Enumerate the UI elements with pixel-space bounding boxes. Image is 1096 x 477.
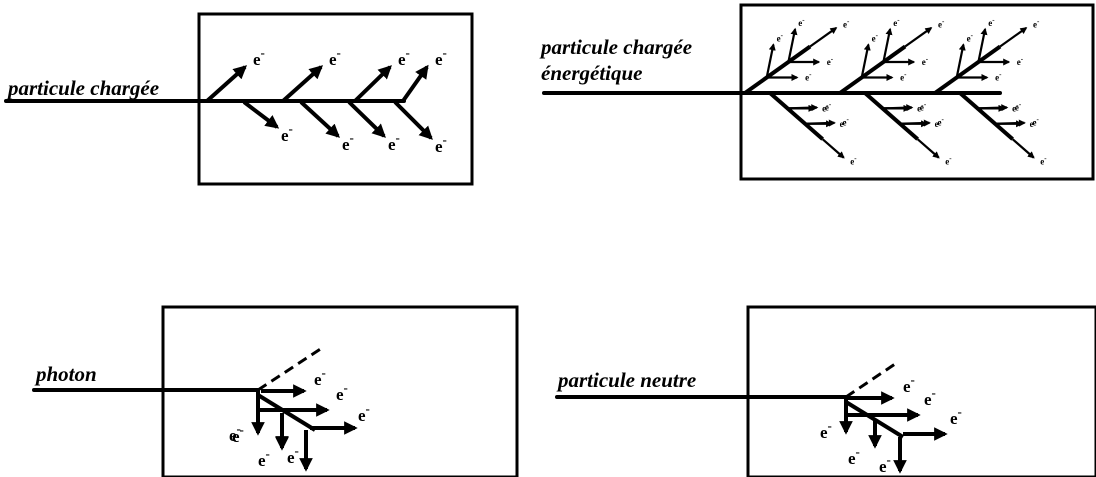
track-segment bbox=[838, 44, 907, 95]
electron-label: e- bbox=[872, 32, 879, 44]
electron-label: e- bbox=[945, 155, 952, 167]
electron-label: e- bbox=[827, 55, 834, 67]
electron-label: e- bbox=[903, 372, 915, 396]
electron-label: e- bbox=[287, 443, 299, 467]
electron-label: e- bbox=[232, 422, 244, 446]
electron-label: e- bbox=[920, 100, 927, 112]
electron-label: e- bbox=[281, 121, 293, 145]
electron-label: e- bbox=[967, 32, 974, 44]
electron-arrow bbox=[281, 65, 324, 103]
panel-charged-particle: particule chargée e-e-e-e-e-e-e-e- bbox=[4, 12, 474, 186]
electron-arrow bbox=[821, 138, 845, 159]
electron-cascade: e-e-e-e-e-e-e-e-e-e-e-e-e-e-e-e-e-e-e-e-… bbox=[743, 16, 1047, 167]
electron-arrow bbox=[882, 27, 893, 63]
electron-label: e- bbox=[825, 100, 832, 112]
electron-label: e- bbox=[820, 418, 832, 442]
electron-label: e- bbox=[336, 380, 348, 404]
electron-label: e- bbox=[988, 16, 995, 28]
electron-label: e- bbox=[1012, 101, 1019, 113]
electron-label: e- bbox=[798, 16, 805, 28]
electron-arrows: e-e-e-e-e-e-e-e- bbox=[205, 45, 447, 156]
electron-label: e- bbox=[329, 45, 341, 69]
track-segment bbox=[958, 91, 1014, 141]
scattered-photon-dashed bbox=[257, 346, 323, 392]
panel-label: particule neutre bbox=[556, 368, 696, 392]
electron-label: e- bbox=[229, 421, 241, 445]
electron-label: e- bbox=[917, 101, 924, 113]
track-segment bbox=[933, 44, 1002, 95]
electron-arrow bbox=[916, 138, 940, 159]
electron-arrows: e-e-e-e-e-e-e- bbox=[229, 365, 370, 472]
electron-arrow bbox=[299, 100, 341, 138]
panel-box bbox=[746, 305, 1096, 477]
panel-photon: photon e-e-e-e-e-e-e- bbox=[32, 305, 519, 477]
electron-label: e- bbox=[1040, 155, 1047, 167]
electron-label: e- bbox=[777, 32, 784, 44]
electron-arrow bbox=[353, 65, 392, 103]
electron-label: e- bbox=[900, 71, 907, 83]
electron-label: e- bbox=[995, 71, 1002, 83]
electron-arrow bbox=[393, 100, 433, 140]
electron-label: e- bbox=[805, 71, 812, 83]
electron-label: e- bbox=[1032, 116, 1039, 128]
electron-arrow bbox=[765, 43, 776, 78]
electron-label: e- bbox=[258, 446, 270, 470]
electron-label: e- bbox=[950, 404, 962, 428]
electron-label: e- bbox=[822, 101, 829, 113]
panel-neutral-particle: particule neutre e-e-e-e-e-e- bbox=[555, 305, 1096, 477]
electron-arrow bbox=[242, 100, 280, 129]
electron-label: e- bbox=[435, 45, 447, 69]
electron-arrow bbox=[205, 65, 248, 103]
electron-arrow bbox=[999, 27, 1028, 48]
electron-label: e- bbox=[1030, 117, 1037, 129]
electron-label: e- bbox=[398, 45, 410, 69]
electron-label: e- bbox=[342, 130, 354, 154]
electron-label: e- bbox=[1017, 55, 1024, 67]
electron-arrow bbox=[904, 27, 933, 48]
electron-label: e- bbox=[843, 17, 850, 29]
track-segment bbox=[743, 44, 812, 95]
panel-energetic-charged-particle: particule chargée énergétique e-e-e-e-e-… bbox=[539, 3, 1095, 181]
track-segment bbox=[863, 91, 919, 141]
electron-arrow bbox=[787, 27, 798, 63]
electron-arrow bbox=[977, 27, 988, 63]
electron-label: e- bbox=[314, 365, 326, 389]
electron-label: e- bbox=[938, 17, 945, 29]
electron-label: e- bbox=[842, 116, 849, 128]
panel-label: photon bbox=[34, 362, 97, 386]
electron-label: e- bbox=[922, 55, 929, 67]
track-segment bbox=[768, 91, 824, 141]
panel-label-line-1: particule chargée bbox=[539, 35, 692, 59]
electron-label: e- bbox=[840, 117, 847, 129]
panel-label: particule chargée bbox=[6, 76, 159, 100]
electron-label: e- bbox=[358, 401, 370, 425]
electron-label: e- bbox=[1033, 17, 1040, 29]
electron-label: e- bbox=[935, 117, 942, 129]
electron-arrow bbox=[347, 100, 386, 138]
electron-label: e- bbox=[253, 45, 265, 69]
electron-label: e- bbox=[937, 116, 944, 128]
electron-arrow bbox=[955, 43, 966, 78]
electron-label: e- bbox=[850, 155, 857, 167]
electron-label: e- bbox=[924, 385, 936, 409]
electron-label: e- bbox=[435, 132, 447, 156]
electron-arrow bbox=[401, 64, 429, 103]
electron-arrow bbox=[809, 27, 838, 48]
electron-label: e- bbox=[893, 16, 900, 28]
panel-label-line-2: énergétique bbox=[541, 61, 642, 85]
scattered-particle-dashed bbox=[845, 360, 899, 399]
electron-label: e- bbox=[879, 452, 891, 476]
electron-label: e- bbox=[848, 444, 860, 468]
electron-label: e- bbox=[1015, 100, 1022, 112]
electron-arrows: e-e-e-e-e-e- bbox=[820, 372, 962, 476]
electron-label: e- bbox=[388, 130, 400, 154]
electron-arrow bbox=[1011, 138, 1035, 159]
track-segment bbox=[256, 393, 317, 432]
electron-arrow bbox=[860, 43, 871, 78]
